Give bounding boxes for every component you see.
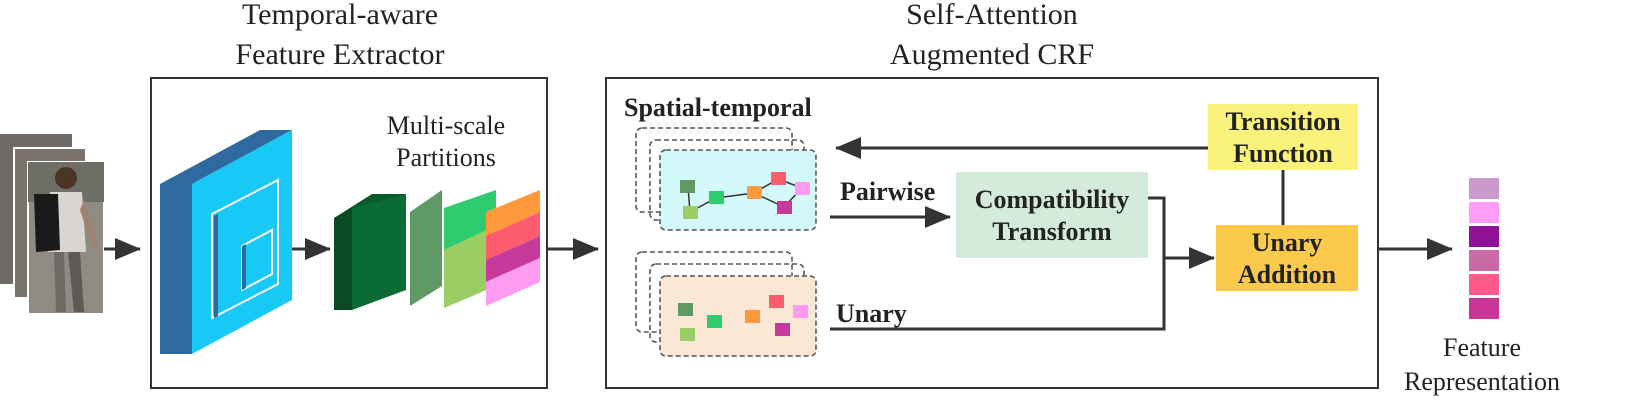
feature-cell: [1469, 274, 1499, 295]
feature-cell: [1469, 226, 1499, 247]
graph-node: [747, 186, 762, 199]
unary-add-label-line1: Unary: [1252, 228, 1323, 257]
partition-scale-3: [486, 190, 540, 306]
graph-node: [777, 201, 792, 214]
feature-vector: [1469, 178, 1499, 319]
multiscale-label-line1: Multi-scale: [387, 111, 505, 140]
graph-node: [709, 191, 724, 204]
unary-node: [680, 328, 695, 341]
unary-node: [793, 305, 808, 318]
unary-node: [678, 303, 693, 316]
compat-label-line2: Transform: [992, 217, 1112, 246]
pairwise-label: Pairwise: [840, 177, 935, 206]
feature-cell: [1469, 298, 1499, 319]
unary-label: Unary: [836, 299, 907, 328]
extractor-title-line1: Temporal-aware: [242, 0, 438, 31]
unary-node: [775, 323, 790, 336]
output-label-line1: Feature: [1443, 333, 1521, 362]
feature-cell: [1469, 250, 1499, 271]
unary-addition-box: [1216, 225, 1358, 291]
graph-node: [771, 172, 786, 185]
transition-function-box: [1208, 104, 1358, 170]
unary-connector: [830, 196, 1166, 331]
crf-title-line1: Self-Attention: [906, 0, 1078, 31]
pedestrian-image: [28, 162, 104, 312]
cnn-block: [160, 130, 292, 354]
unary-node-stack: [635, 251, 817, 357]
unary-node: [745, 310, 760, 323]
compatibility-transform-box: [956, 172, 1148, 258]
transition-label-line2: Function: [1233, 139, 1333, 168]
graph-node: [680, 180, 695, 193]
multiscale-label-line2: Partitions: [396, 143, 496, 172]
transition-label-line1: Transition: [1225, 107, 1341, 136]
unary-add-label-line2: Addition: [1238, 260, 1337, 289]
pairwise-graph-stack: [635, 127, 817, 231]
output-label-line2: Representation: [1404, 367, 1560, 396]
compat-label-line1: Compatibility: [975, 185, 1130, 214]
crf-title-line2: Augmented CRF: [890, 38, 1094, 71]
spatial-temporal-label: Spatial-temporal: [624, 93, 812, 122]
partition-scale-2: [410, 190, 496, 308]
graph-node: [795, 182, 810, 195]
feature-cell: [1469, 202, 1499, 223]
input-video-frames: [0, 134, 105, 315]
graph-node: [683, 206, 698, 219]
extractor-title-line2: Feature Extractor: [235, 38, 444, 71]
unary-node: [769, 295, 784, 308]
unary-node: [707, 315, 722, 328]
feature-cell: [1469, 178, 1499, 199]
partition-scale-1: [334, 194, 406, 310]
